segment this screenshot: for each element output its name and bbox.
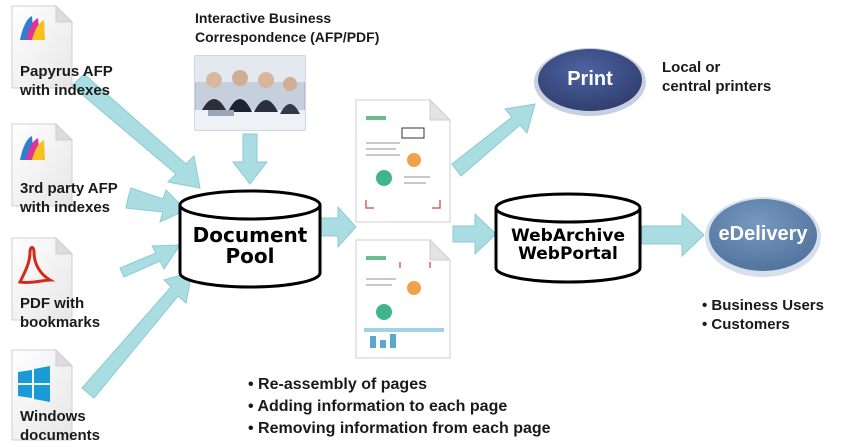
document-pool-line2: Pool	[225, 244, 275, 268]
arrow-papyrus-to-pool	[71, 73, 201, 189]
pdf-label-line2: bookmarks	[20, 314, 101, 331]
webarchive-label: WebArchive WebPortal	[496, 226, 640, 264]
thirdparty-afp-label-line1: 3rd party AFP	[20, 180, 118, 197]
windows-label-line2: documents	[20, 427, 101, 444]
papyrus-afp-label-line2: with indexes	[20, 82, 111, 99]
arrow-windows-to-pool	[81, 271, 193, 399]
print-desc-line2: central printers	[662, 78, 772, 95]
document-pool-line1: Document	[192, 223, 308, 247]
operation-adding-info: • Adding information to each page	[248, 398, 508, 415]
webarchive-line1: WebArchive	[510, 226, 625, 246]
arrow-thirdparty-to-pool	[125, 187, 187, 223]
webarchive-cylinder	[494, 192, 642, 284]
edelivery-bullet-business-users: • Business Users	[702, 297, 824, 314]
flow-arrows	[71, 73, 705, 399]
pdf-doc-icon	[11, 236, 74, 321]
document-pool-label: Document Pool	[180, 225, 320, 267]
papyrus-afp-label: Papyrus AFP with indexes	[20, 62, 113, 100]
webarchive-line2: WebPortal	[518, 243, 618, 264]
print-description: Local or central printers	[662, 58, 771, 96]
print-label: Print	[567, 68, 613, 90]
document-pool-cylinder	[178, 189, 322, 289]
thirdparty-afp-label-line2: with indexes	[20, 199, 111, 216]
arrow-pool-to-pages	[319, 205, 357, 249]
windows-doc-icon	[11, 348, 74, 441]
windows-label-line1: Windows	[20, 408, 86, 425]
operations-list: • Re-assembly of pages • Adding informat…	[248, 374, 551, 440]
thirdparty-afp-doc-icon	[11, 122, 74, 207]
edelivery-oval	[705, 197, 821, 277]
papyrus-afp-label-line1: Papyrus AFP	[20, 63, 113, 80]
arrow-pages-to-webarchive	[452, 212, 497, 256]
print-desc-line1: Local or	[662, 59, 721, 76]
processed-page-bottom	[355, 238, 452, 359]
business-people-photo	[194, 55, 306, 131]
arrow-pages-to-print	[451, 103, 536, 177]
pdf-label-line1: PDF with	[20, 295, 85, 312]
ibc-label-line1: Interactive Business	[195, 10, 332, 26]
ibc-label-line2: Correspondence (AFP/PDF)	[195, 29, 380, 45]
arrow-webarchive-to-edelivery	[641, 212, 705, 258]
edelivery-bullet-customers: • Customers	[702, 316, 790, 333]
edelivery-label: eDelivery	[718, 223, 808, 245]
edelivery-audience: • Business Users • Customers	[702, 296, 824, 334]
operation-removing-info: • Removing information from each page	[248, 420, 551, 437]
thirdparty-afp-label: 3rd party AFP with indexes	[20, 179, 118, 217]
arrow-pdf-to-pool	[119, 244, 181, 278]
pdf-label: PDF with bookmarks	[20, 294, 100, 332]
processed-page-top	[355, 98, 452, 223]
print-oval	[534, 48, 646, 116]
operation-reassembly: • Re-assembly of pages	[248, 376, 427, 393]
ibc-label: Interactive Business Correspondence (AFP…	[195, 9, 379, 47]
papyrus-afp-doc-icon	[11, 4, 74, 89]
windows-label: Windows documents	[20, 407, 100, 445]
arrow-ibc-to-pool	[231, 133, 269, 185]
